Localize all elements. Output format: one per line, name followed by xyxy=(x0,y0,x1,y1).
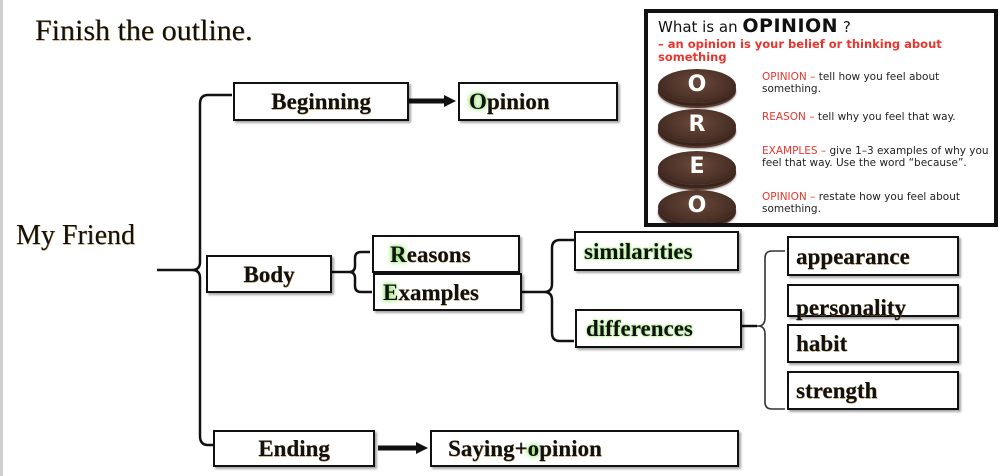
topic-label: My Friend xyxy=(16,220,135,251)
cookie-r-icon: R xyxy=(658,109,736,143)
poster-row-keyword: REASON – xyxy=(762,111,815,123)
difference-item-habit: habit xyxy=(787,324,959,363)
difference-item-strength: strength xyxy=(787,371,959,410)
cookie-letter: O xyxy=(687,193,707,218)
difference-item-personality: personality xyxy=(787,284,959,320)
poster-row-reason: R REASON – tell why you feel that way. xyxy=(652,109,994,145)
examples-initial: E xyxy=(383,279,399,305)
poster-row-restate: O OPINION – restate how you feel about s… xyxy=(652,189,994,223)
beginning-label: Beginning xyxy=(271,89,371,114)
poster-row-desc: give 1–3 examples of why you feel that w… xyxy=(762,145,989,169)
poster-title: What is an OPINION ? xyxy=(658,15,851,37)
poster-row-text: OPINION – tell how you feel about someth… xyxy=(762,71,994,95)
difference-item-label: strength xyxy=(796,378,878,403)
saying-opinion-rest: pinion xyxy=(539,436,602,461)
body-label: Body xyxy=(243,261,295,287)
similarities-box: similarities xyxy=(574,231,739,271)
poster-row-desc: restate how you feel about something. xyxy=(762,191,960,215)
poster-row-examples: E EXAMPLES – give 1–3 examples of why yo… xyxy=(652,145,994,191)
cookie-letter: E xyxy=(689,154,705,179)
instruction-title: Finish the outline. xyxy=(35,14,253,47)
saying-prefix: Saying+ xyxy=(448,436,528,461)
difference-item-label: appearance xyxy=(796,243,910,269)
poster-title-post: ? xyxy=(838,18,851,36)
poster-row-keyword: OPINION – xyxy=(762,191,816,203)
body-brace xyxy=(345,250,372,294)
reasons-rest: easons xyxy=(406,241,471,267)
opinion-rest: pinion xyxy=(486,89,550,114)
difference-item-label: habit xyxy=(796,331,848,356)
poster-row-keyword: OPINION – xyxy=(762,71,816,83)
cookie-letter: O xyxy=(687,72,707,97)
similarities-label: similarities xyxy=(584,238,693,264)
poster-title-pre: What is an xyxy=(658,18,743,36)
poster-row-opinion: O OPINION – tell how you feel about some… xyxy=(652,69,994,105)
opinion-initial: O xyxy=(469,89,487,114)
cookie-letter: R xyxy=(688,112,706,137)
ending-arrow-icon xyxy=(378,442,428,454)
beginning-box: Beginning xyxy=(233,82,409,121)
left-border-strip xyxy=(0,0,3,476)
difference-item-label: personality xyxy=(796,295,906,320)
poster-title-bold: OPINION xyxy=(742,15,839,37)
beginning-arrow-icon xyxy=(409,95,456,107)
poster-row-text: EXAMPLES – give 1–3 examples of why you … xyxy=(762,145,994,169)
cookie-o-icon: O xyxy=(658,69,736,103)
poster-row-desc: tell how you feel about something. xyxy=(762,71,940,95)
oreo-poster: What is an OPINION ? – an opinion is you… xyxy=(644,9,998,227)
ending-label: Ending xyxy=(258,436,330,461)
poster-row-keyword: EXAMPLES – xyxy=(762,145,827,157)
ending-box: Ending xyxy=(213,430,375,467)
main-brace xyxy=(157,93,232,447)
difference-item-appearance: appearance xyxy=(787,236,959,276)
saying-opinion-initial: o xyxy=(527,436,540,461)
body-box: Body xyxy=(206,255,332,293)
cookie-e-icon: E xyxy=(658,151,736,185)
poster-row-text: OPINION – restate how you feel about som… xyxy=(762,191,994,215)
cookie-o2-icon: O xyxy=(658,190,736,223)
poster-row-desc: tell why you feel that way. xyxy=(814,111,956,123)
poster-row-text: REASON – tell why you feel that way. xyxy=(762,111,994,124)
poster-subtitle: – an opinion is your belief or thinking … xyxy=(658,37,942,64)
reasons-initial: R xyxy=(390,241,407,267)
examples-rest: xamples xyxy=(398,279,479,305)
differences-label: differences xyxy=(586,316,693,341)
examples-brace xyxy=(540,238,574,343)
differences-box: differences xyxy=(575,309,742,348)
differences-brace xyxy=(757,250,785,410)
